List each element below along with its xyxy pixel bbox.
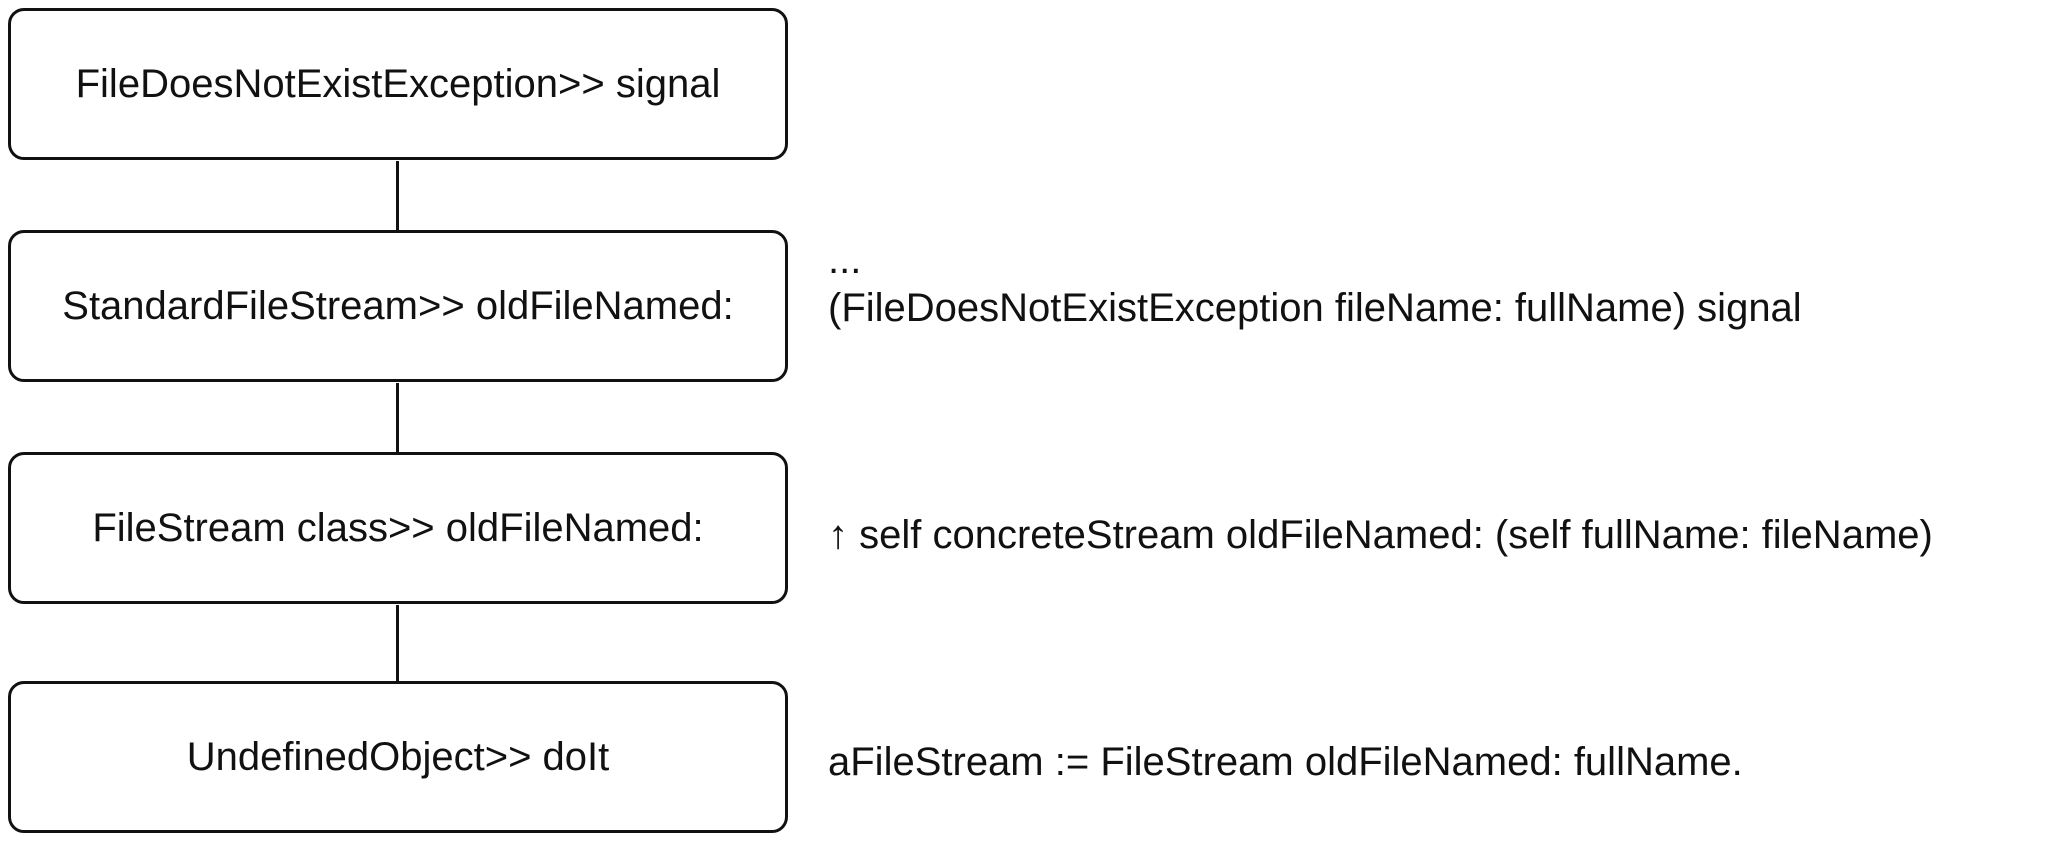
stack-frame-label: UndefinedObject>> doIt <box>186 734 610 779</box>
stack-frame-label: StandardFileStream>> oldFileNamed: <box>62 283 734 328</box>
source-line-standard-file-stream: (FileDoesNotExistException fileName: ful… <box>828 286 1802 330</box>
stack-frame-undefined-object: UndefinedObject>> doIt <box>8 681 788 833</box>
stack-frame-label: FileDoesNotExistException>> signal <box>75 61 721 106</box>
stack-frame-signal: FileDoesNotExistException>> signal <box>8 8 788 160</box>
source-line-undefined-object: aFileStream := FileStream oldFileNamed: … <box>828 740 1743 784</box>
source-ellipsis: ... <box>828 238 862 282</box>
connector-line <box>396 383 399 453</box>
stack-frame-file-stream-class: FileStream class>> oldFileNamed: <box>8 452 788 604</box>
stack-frame-label: FileStream class>> oldFileNamed: <box>92 505 704 550</box>
connector-line <box>396 605 399 681</box>
source-line-file-stream-class: ↑ self concreteStream oldFileNamed: (sel… <box>828 513 1933 557</box>
connector-line <box>396 161 399 231</box>
stack-frame-standard-file-stream: StandardFileStream>> oldFileNamed: <box>8 230 788 382</box>
